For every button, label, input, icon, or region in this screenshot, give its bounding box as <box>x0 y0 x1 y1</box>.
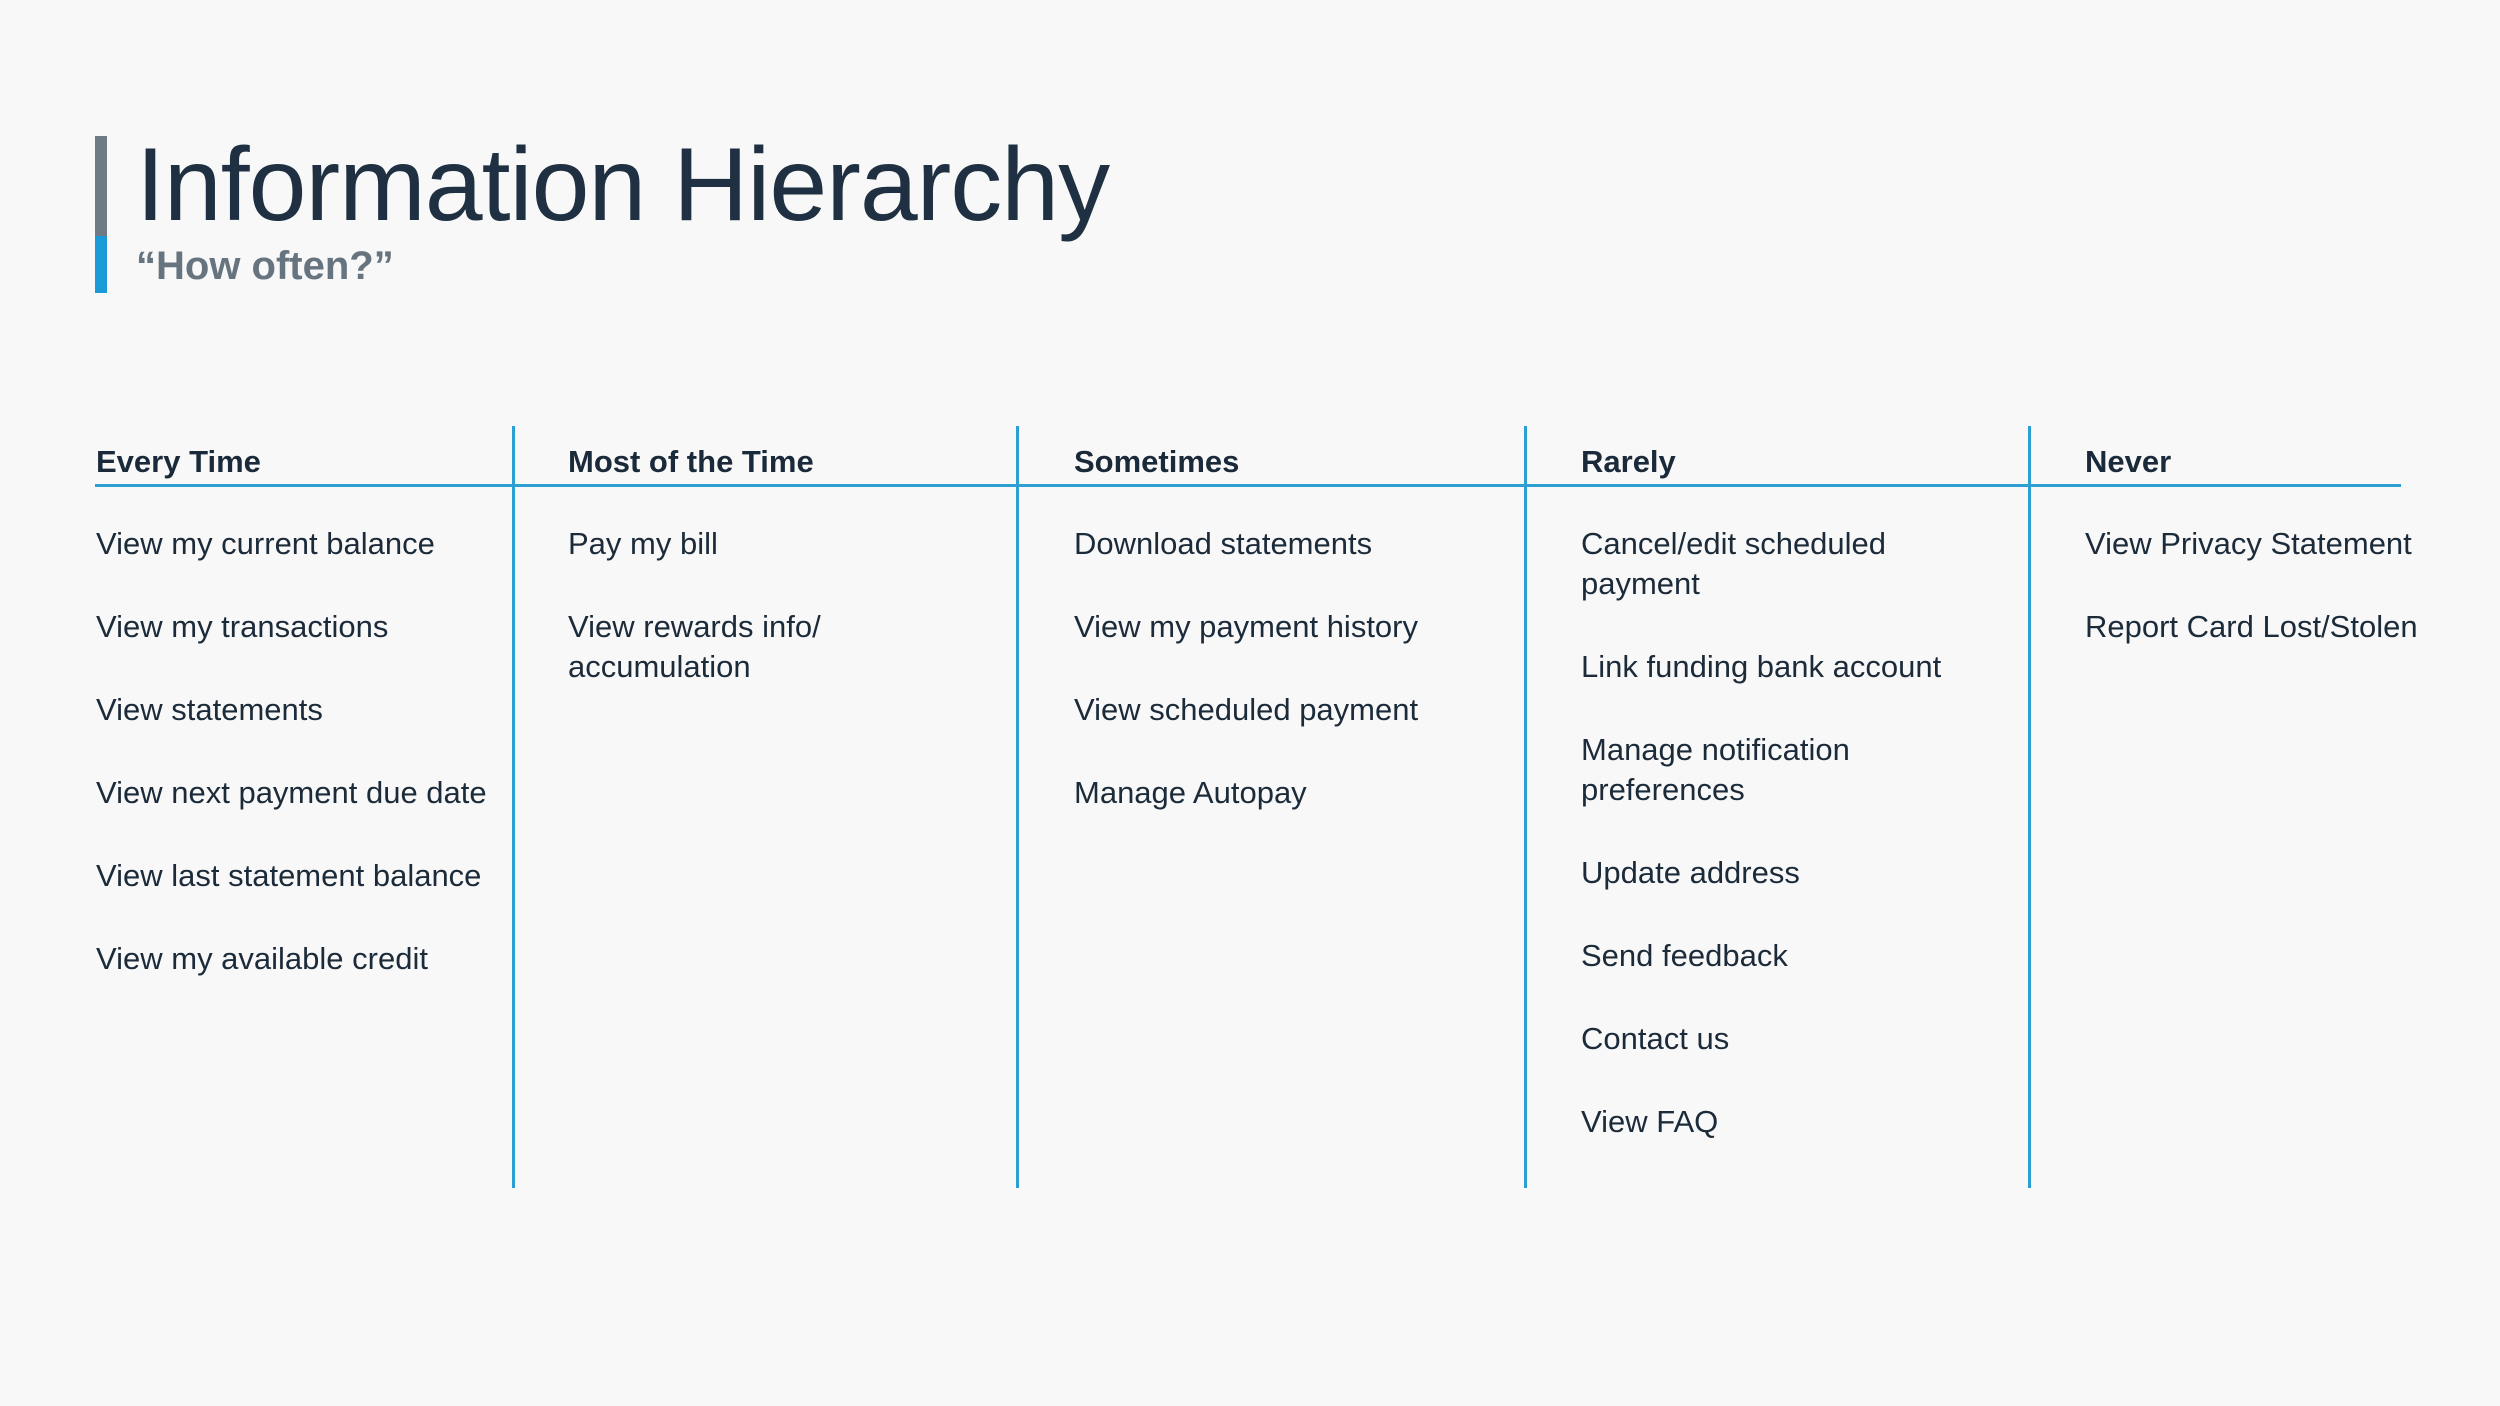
list-item: Link funding bank account <box>1581 649 1942 684</box>
column-most-of-the-time: Most of the Time Pay my bill View reward… <box>568 442 868 684</box>
column-heading: Most of the Time <box>568 444 814 479</box>
list-item: View statements <box>96 692 323 727</box>
list-item: View my current balance <box>96 526 435 561</box>
column-never: Never View Privacy Statement Report Card… <box>2085 442 2475 644</box>
item-list: View Privacy Statement Report Card Lost/… <box>2085 524 2418 690</box>
list-item: Pay my bill <box>568 526 718 561</box>
column-every-time: Every Time View my current balance View … <box>96 442 501 976</box>
column-heading: Every Time <box>96 444 261 479</box>
item-list: Cancel/edit scheduled payment Link fundi… <box>1581 524 1941 1185</box>
title-accent-bar-gray <box>95 136 107 236</box>
list-item: View Privacy Statement <box>2085 526 2412 561</box>
item-list: View my current balance View my transact… <box>96 524 487 1022</box>
list-item: View my transactions <box>96 609 389 644</box>
list-item: Contact us <box>1581 1021 1730 1056</box>
list-item: View my available credit <box>96 941 428 976</box>
column-heading: Sometimes <box>1074 444 1240 479</box>
list-item: Send feedback <box>1581 938 1788 973</box>
column-heading: Never <box>2085 444 2172 479</box>
list-item: View FAQ <box>1581 1104 1719 1139</box>
list-item: Manage notification preferences <box>1581 732 1850 807</box>
column-rarely: Rarely Cancel/edit scheduled payment Lin… <box>1581 442 1941 1139</box>
column-sometimes: Sometimes Download statements View my pa… <box>1074 442 1504 810</box>
list-item: View my payment history <box>1074 609 1418 644</box>
column-heading: Rarely <box>1581 444 1676 479</box>
column-divider-3 <box>1524 426 1527 1188</box>
item-list: Download statements View my payment hist… <box>1074 524 1418 856</box>
list-item: Download statements <box>1074 526 1373 561</box>
item-list: Pay my bill View rewards info/ accumulat… <box>568 524 868 730</box>
list-item: Cancel/edit scheduled payment <box>1581 526 1887 601</box>
list-item: Manage Autopay <box>1074 775 1307 810</box>
list-item: View rewards info/ accumulation <box>568 609 821 684</box>
list-item: View scheduled payment <box>1074 692 1419 727</box>
page-subtitle: “How often?” <box>136 244 394 288</box>
column-divider-2 <box>1016 426 1019 1188</box>
list-item: View next payment due date <box>96 775 487 810</box>
page-title: Information Hierarchy <box>136 127 1110 243</box>
column-divider-1 <box>512 426 515 1188</box>
header-divider-line <box>95 484 2401 487</box>
column-divider-4 <box>2028 426 2031 1188</box>
title-accent-bar-blue <box>95 236 107 293</box>
list-item: View last statement balance <box>96 858 482 893</box>
list-item: Report Card Lost/Stolen <box>2085 609 2418 644</box>
list-item: Update address <box>1581 855 1800 890</box>
